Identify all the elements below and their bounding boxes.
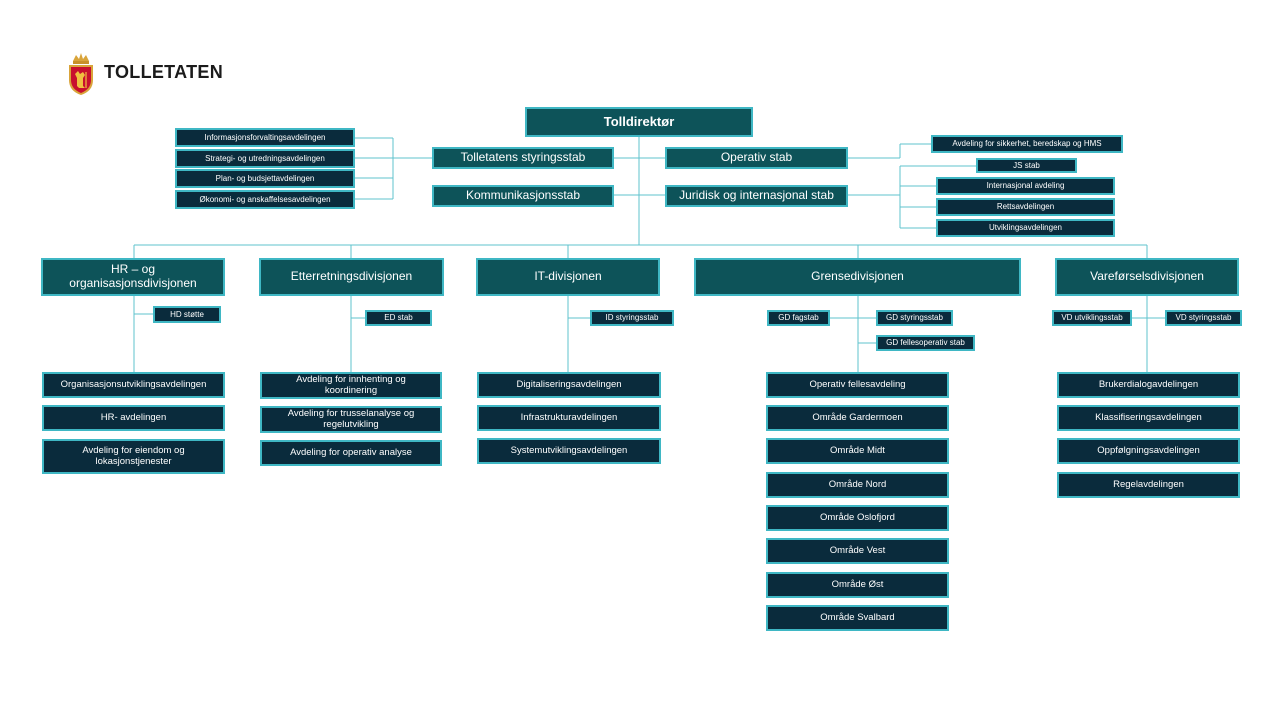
department-box[interactable]: Område Vest bbox=[766, 538, 949, 564]
division-stab[interactable]: HD støtte bbox=[153, 306, 221, 323]
department-box[interactable]: Område Midt bbox=[766, 438, 949, 464]
styringsstab-box[interactable]: Tolletatens styringsstab bbox=[432, 147, 614, 169]
division-stab[interactable]: ED stab bbox=[365, 310, 432, 326]
styring-unit[interactable]: Plan- og budsjettavdelingen bbox=[175, 169, 355, 188]
division-ed[interactable]: Etterretningsdivisjonen bbox=[259, 258, 444, 296]
juridisk-unit[interactable]: Internasjonal avdeling bbox=[936, 177, 1115, 195]
department-box[interactable]: Infrastrukturavdelingen bbox=[477, 405, 661, 431]
division-stab[interactable]: GD fagstab bbox=[767, 310, 830, 326]
styring-unit[interactable]: Økonomi- og anskaffelsesavdelingen bbox=[175, 190, 355, 209]
brand-name: TOLLETATEN bbox=[104, 62, 223, 82]
department-box[interactable]: Område Svalbard bbox=[766, 605, 949, 631]
juridisk-stab-box[interactable]: Juridisk og internasjonal stab bbox=[665, 185, 848, 207]
operativ-stab-box[interactable]: Operativ stab bbox=[665, 147, 848, 169]
operativ-unit[interactable]: Avdeling for sikkerhet, beredskap og HMS bbox=[931, 135, 1123, 153]
styring-unit[interactable]: Informasjonsforvaltingsavdelingen bbox=[175, 128, 355, 147]
department-box[interactable]: Systemutviklingsavdelingen bbox=[477, 438, 661, 464]
director-box[interactable]: Tolldirektør bbox=[525, 107, 753, 137]
department-box[interactable]: Organisasjonsutviklingsavdelingen bbox=[42, 372, 225, 398]
division-vd[interactable]: Vareførselsdivisjonen bbox=[1055, 258, 1239, 296]
department-box[interactable]: Regelavdelingen bbox=[1057, 472, 1240, 498]
juridisk-unit[interactable]: Rettsavdelingen bbox=[936, 198, 1115, 216]
department-box[interactable]: Avdeling for eiendom og lokasjonstjenest… bbox=[42, 439, 225, 474]
department-box[interactable]: HR- avdelingen bbox=[42, 405, 225, 431]
department-box[interactable]: Avdeling for trusselanalyse og regelutvi… bbox=[260, 406, 442, 433]
department-box[interactable]: Digitaliseringsavdelingen bbox=[477, 372, 661, 398]
department-box[interactable]: Avdeling for innhenting og koordinering bbox=[260, 372, 442, 399]
division-it[interactable]: IT-divisjonen bbox=[476, 258, 660, 296]
department-box[interactable]: Område Oslofjord bbox=[766, 505, 949, 531]
division-stab[interactable]: ID styringsstab bbox=[590, 310, 674, 326]
division-stab[interactable]: VD utviklingsstab bbox=[1052, 310, 1132, 326]
department-box[interactable]: Klassifiseringsavdelingen bbox=[1057, 405, 1240, 431]
department-box[interactable]: Område Gardermoen bbox=[766, 405, 949, 431]
department-box[interactable]: Oppfølgningsavdelingen bbox=[1057, 438, 1240, 464]
division-stab[interactable]: VD styringsstab bbox=[1165, 310, 1242, 326]
division-hr[interactable]: HR – og organisasjonsdivisjonen bbox=[41, 258, 225, 296]
division-gd[interactable]: Grensedivisjonen bbox=[694, 258, 1021, 296]
department-box[interactable]: Område Øst bbox=[766, 572, 949, 598]
juridisk-unit[interactable]: Utviklingsavdelingen bbox=[936, 219, 1115, 237]
division-stab[interactable]: GD fellesoperativ stab bbox=[876, 335, 975, 351]
styring-unit[interactable]: Strategi- og utredningsavdelingen bbox=[175, 149, 355, 168]
juridisk-unit[interactable]: JS stab bbox=[976, 158, 1077, 173]
division-stab[interactable]: GD styringsstab bbox=[876, 310, 953, 326]
department-box[interactable]: Operativ fellesavdeling bbox=[766, 372, 949, 398]
department-box[interactable]: Brukerdialogavdelingen bbox=[1057, 372, 1240, 398]
department-box[interactable]: Område Nord bbox=[766, 472, 949, 498]
norwegian-coat-of-arms-icon bbox=[66, 52, 96, 96]
kommunikasjonsstab-box[interactable]: Kommunikasjonsstab bbox=[432, 185, 614, 207]
department-box[interactable]: Avdeling for operativ analyse bbox=[260, 440, 442, 466]
